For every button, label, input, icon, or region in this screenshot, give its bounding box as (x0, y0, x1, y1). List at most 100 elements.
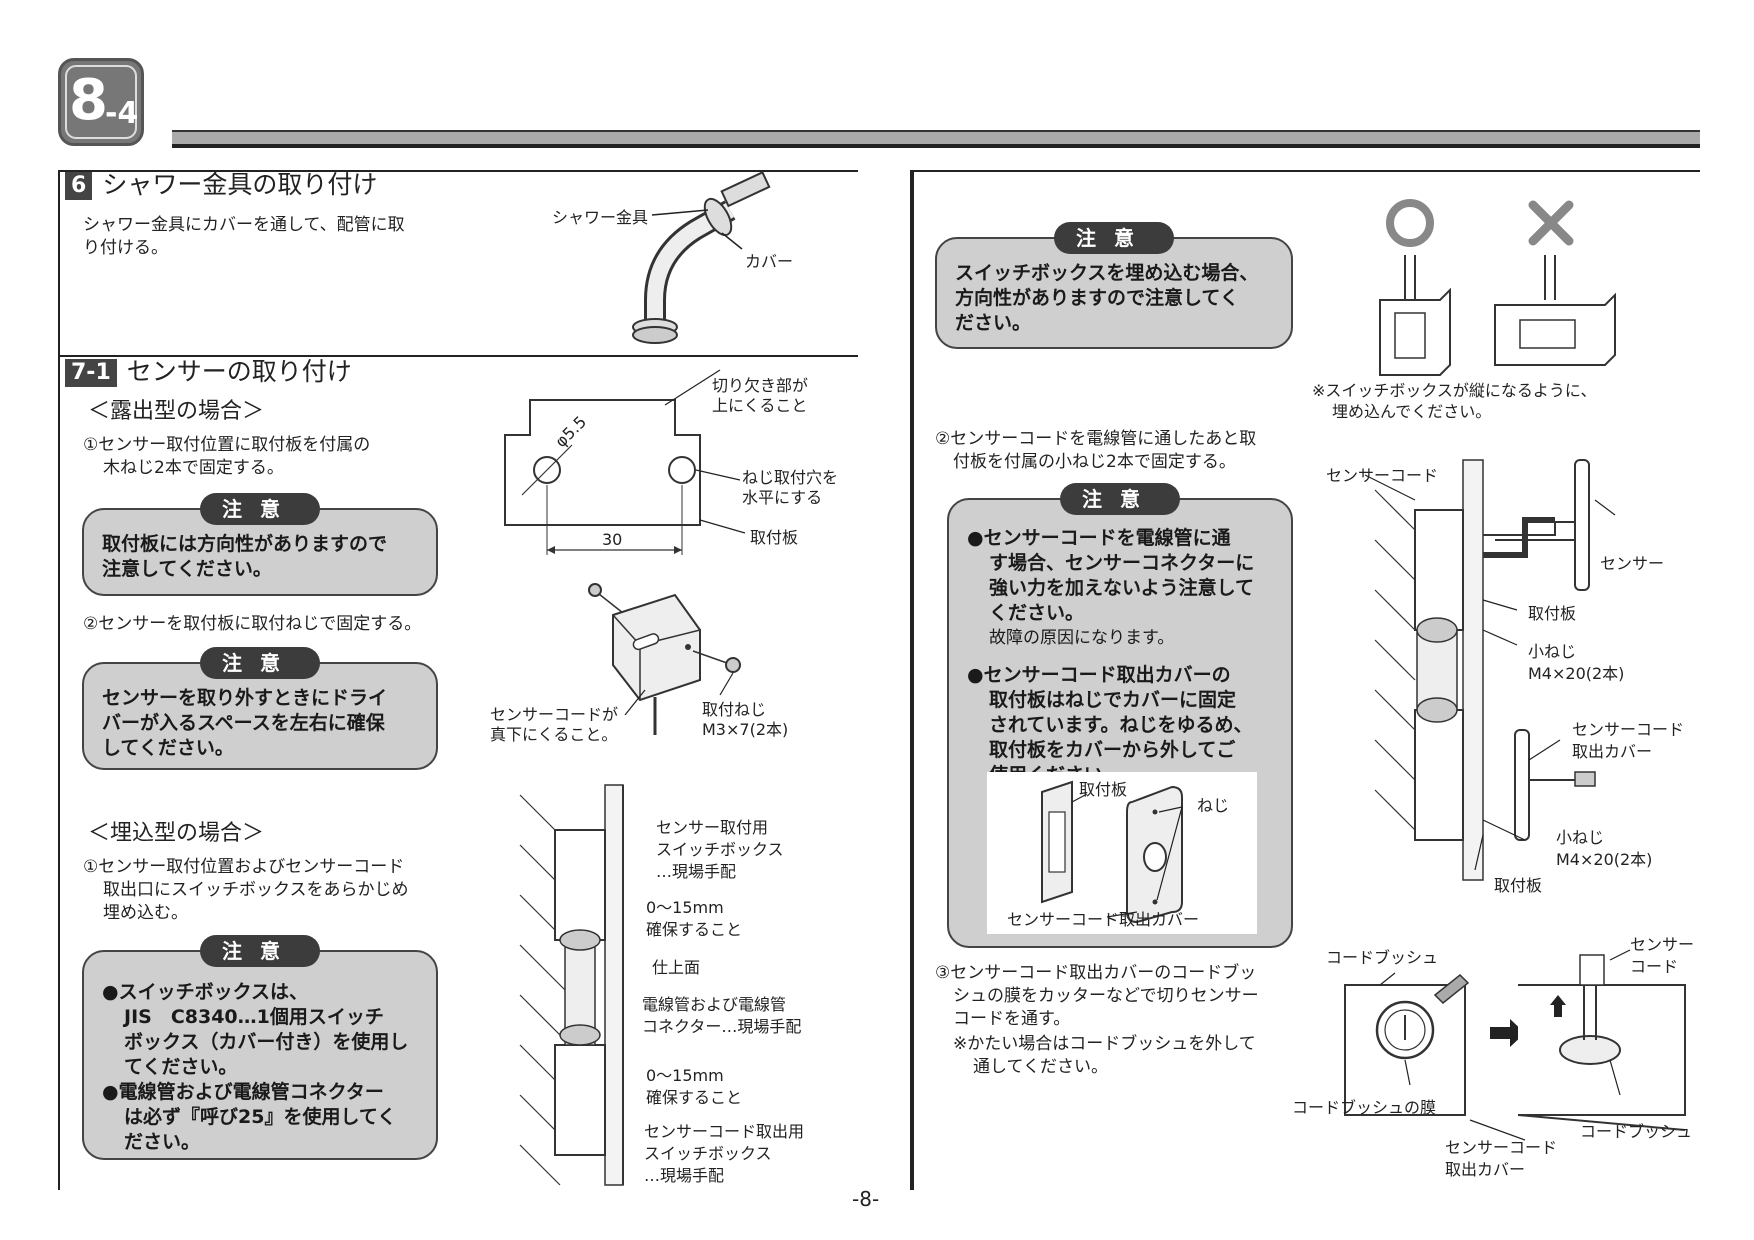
sec71-heading: 7-1 センサーの取り付け (65, 357, 352, 387)
diag-screw2-label-1: 小ねじ (1556, 828, 1605, 847)
sec6-rule (58, 170, 858, 172)
cover-plate-illustration (1041, 780, 1183, 924)
caution-line: JIS C8340…1個用スイッチ (124, 1006, 384, 1028)
right-top-rule (910, 170, 1700, 172)
caution-line: スイッチボックスを埋め込む場合、 (955, 262, 1259, 284)
left-column-frame (58, 170, 60, 1190)
diag-cover-label-1: センサーコード (1572, 720, 1685, 739)
diag-cord-label: センサーコード (1326, 466, 1439, 485)
plate-dim-label: 30 (602, 530, 623, 549)
installed-sensor-diagram (1364, 459, 1616, 881)
diag-plate1-label: 取付板 (1528, 604, 1577, 623)
caution-line: 方向性がありますので注意してく (955, 287, 1239, 309)
caution-box-driver: 注意 センサーを取り外すときにドライ バーが入るスペースを左右に確保 してくださ… (82, 647, 438, 770)
caution-line: ださい。 (955, 312, 1032, 334)
right-step3-line1: ③センサーコード取出カバーのコードブッ (935, 963, 1257, 983)
box-note-1: ※スイッチボックスが縦になるように、 (1312, 381, 1597, 400)
bush-sensor-cord-2: コード (1630, 957, 1679, 976)
bush-membrane-label: コードブッシュの膜 (1292, 1098, 1437, 1117)
bush-right-label: コードブッシュ (1580, 1122, 1693, 1141)
sensor-diagram (588, 583, 741, 735)
diag-cover-label-2: 取出カバー (1572, 742, 1653, 761)
caution-note: 故障の原因になります。 (989, 628, 1175, 648)
fig-plate-label: 取付板 (1079, 780, 1128, 799)
caution-label: 注意 (1060, 483, 1180, 515)
sec6-label-cover: カバー (745, 252, 794, 271)
sec6-title: シャワー金具の取り付け (102, 170, 378, 199)
wall-box-bottom-3: …現場手配 (644, 1166, 725, 1185)
diag-screw1-label-1: 小ねじ (1528, 642, 1577, 661)
diag-sensor-label: センサー (1600, 554, 1665, 573)
wall-box-bottom-1: センサーコード取出用 (644, 1122, 805, 1141)
diag-screw1-label-2: M4×20(2本) (1528, 664, 1625, 683)
wall-box-top-1: センサー取付用 (656, 818, 769, 837)
section-badge: 8 -4 (58, 58, 144, 146)
exposed-step2: ②センサーを取付板に取付ねじで固定する。 (83, 614, 422, 634)
embedded-wall-diagram (519, 784, 624, 1186)
caution-line: す場合、センサーコネクターに (989, 552, 1255, 574)
exposed-step1-line2: 木ねじ2本で固定する。 (103, 458, 284, 478)
wall-conduit-2: コネクター…現場手配 (642, 1017, 802, 1036)
caution-line: 取付板をカバーから外してご (989, 739, 1236, 761)
plate-holes-label-1: ねじ取付穴を (742, 468, 839, 487)
diag-screw2-label-2: M4×20(2本) (1556, 850, 1653, 869)
sensor-screw-label-1: 取付ねじ (702, 700, 767, 719)
plate-holes-label-2: 水平にする (742, 488, 823, 507)
caution-box-plate: 注意 取付板には方向性がありますので 注意してください。 (82, 493, 438, 596)
caution-bullet: ●センサーコードを電線管に通 (967, 527, 1231, 549)
caution-line: されています。ねじをゆるめ、 (989, 714, 1253, 736)
caution-box-direction: 注意 スイッチボックスを埋め込む場合、 方向性がありますので注意してく ださい。 (935, 222, 1293, 349)
wall-box-bottom-2: スイッチボックス (644, 1144, 772, 1163)
caution-line: ださい。 (124, 1131, 201, 1153)
right-step3-note-2: 通してください。 (973, 1057, 1108, 1077)
fig-cover-label: センサーコード取出カバー (1007, 910, 1200, 929)
section-badge-main: 8 (69, 68, 108, 133)
box-note-2: 埋め込んでください。 (1332, 402, 1492, 421)
caution-line: 取付板はねじでカバーに固定 (989, 689, 1237, 711)
mounting-plate-diagram (504, 369, 746, 555)
sensor-cord-label-2: 真下にくること。 (490, 725, 618, 744)
header-rule (172, 130, 1700, 148)
embedded-step1-line3: 埋め込む。 (103, 903, 188, 923)
sec71-number: 7-1 (65, 359, 117, 387)
wall-box-top-2: スイッチボックス (656, 840, 784, 859)
caution-label: 注意 (1054, 222, 1174, 254)
switchbox-orientation-diagram (1379, 199, 1616, 376)
caution-line: 取付板には方向性がありますので (102, 533, 388, 555)
right-step3-line2: シュの膜をカッターなどで切りセンサー (953, 986, 1259, 1006)
wall-gap2-1: 0～15mm (646, 1066, 724, 1085)
embedded-step1-line1: ①センサー取付位置およびセンサーコード (83, 857, 405, 877)
wall-box-top-3: …現場手配 (656, 862, 737, 881)
plate-notch-label-2: 上にくること (712, 396, 808, 415)
caution-line: してください。 (102, 737, 234, 759)
caution-line: は必ず『呼び25』を使用してく (124, 1106, 397, 1128)
plate-label: 取付板 (750, 528, 799, 547)
sensor-screw-label-2: M3×7(2本) (702, 720, 789, 739)
sec6-text-1: シャワー金具にカバーを通して、配管に取 (83, 215, 405, 235)
wall-gap1-1: 0～15mm (646, 898, 724, 917)
caution-bullet: ●電線管および電線管コネクター (102, 1081, 384, 1103)
cover-plate-figure: 取付板 ねじ センサーコード取出カバー (987, 772, 1257, 934)
bush-cover-label-2: 取出カバー (1445, 1160, 1526, 1179)
page-number: -8- (852, 1187, 880, 1211)
caution-line: ください。 (989, 602, 1085, 624)
caution-label: 注意 (200, 647, 320, 679)
bush-top-label: コードブッシュ (1326, 948, 1439, 967)
fig-screw-label: ねじ (1197, 796, 1230, 815)
diag-plate2-label: 取付板 (1494, 876, 1543, 895)
cord-bush-diagram (1344, 949, 1686, 1141)
caution-bullet: ●センサーコード取出カバーの (967, 664, 1231, 686)
sensor-cord-label-1: センサーコードが (490, 705, 619, 724)
wall-conduit-1: 電線管および電線管 (642, 995, 787, 1014)
caution-line: 注意してください。 (102, 558, 272, 580)
sec71-title: センサーの取り付け (126, 357, 352, 386)
caution-line: てください。 (124, 1056, 238, 1078)
wall-finish: 仕上面 (652, 958, 701, 977)
sec71-rule (58, 355, 858, 357)
caution-line: センサーを取り外すときにドライ (102, 687, 388, 709)
caution-bullet: ●スイッチボックスは、 (102, 981, 309, 1003)
plate-notch-label-1: 切り欠き部が (712, 376, 809, 395)
shower-fitting-illustration (632, 171, 771, 344)
right-step2-line1: ②センサーコードを電線管に通したあと取 (935, 429, 1257, 449)
sec6-text-2: り付ける。 (83, 238, 168, 258)
